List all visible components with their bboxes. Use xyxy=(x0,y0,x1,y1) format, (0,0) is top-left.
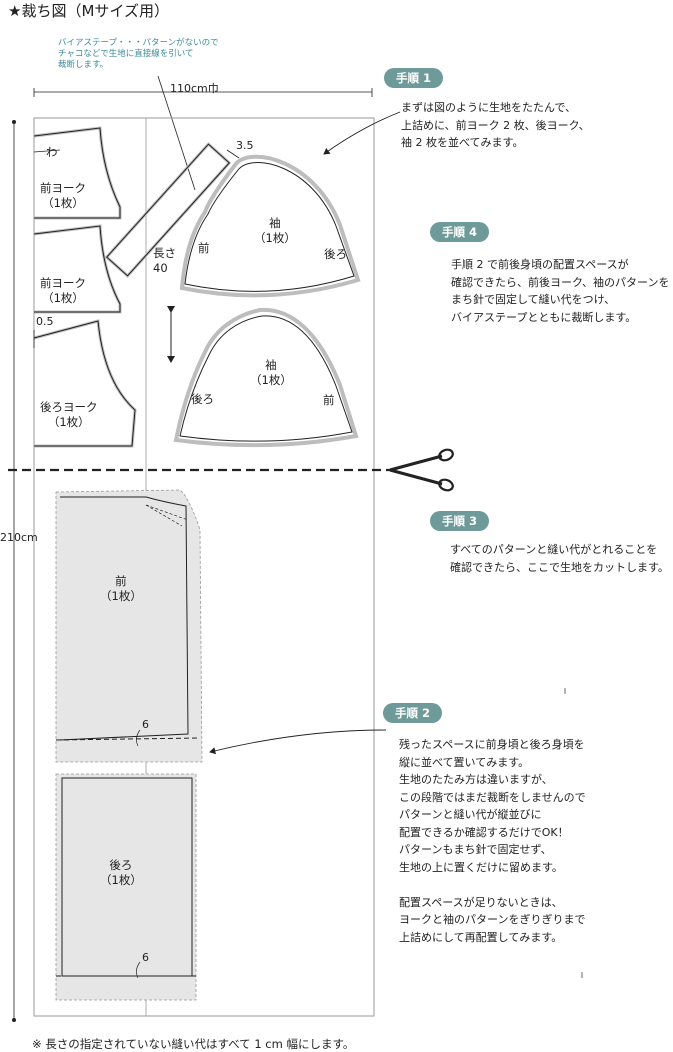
sleeve-1-label: 袖 （1枚） xyxy=(254,216,296,245)
fabric-width-label: 110cm巾 xyxy=(170,82,219,95)
bias-tape-seam-label: 3.5 xyxy=(236,139,254,152)
back-body-label: 後ろ （1枚） xyxy=(100,858,142,887)
sleeve-1 xyxy=(184,162,355,292)
front-body-hem-label: 6 xyxy=(142,718,149,731)
step-2-text: 残ったスペースに前身頃と後ろ身頃を 縦に並べて置いてみます。 生地のたたみ方は違… xyxy=(399,738,586,944)
scissors-icon xyxy=(389,448,454,492)
sleeve-1-back-label: 後ろ xyxy=(324,247,347,261)
front-body-fill xyxy=(56,490,202,762)
note-line: 裁断します。 xyxy=(58,60,109,70)
fold-mark: わ xyxy=(46,145,58,159)
sleeve-2-front-label: 前 xyxy=(323,393,335,407)
back-body-hem-label: 6 xyxy=(142,951,149,964)
bias-tape-note: バイアステープ・・・パターンがないので チャコなどで生地に直接線を引いて 裁断し… xyxy=(58,38,219,71)
pointer-arrow-step2 xyxy=(209,729,387,755)
fabric-outline xyxy=(33,117,375,1017)
footnote: ※ 長さの指定されていない縫い代はすべて 1 cm 幅にします。 xyxy=(32,1037,355,1051)
front-yoke-2-label: 前ヨーク （1枚） xyxy=(40,276,86,305)
note-line: チャコなどで生地に直接線を引いて xyxy=(58,49,194,59)
width-dimension xyxy=(33,88,373,97)
front-yoke-1 xyxy=(33,127,121,219)
step-4-badge: 手順 4 xyxy=(430,222,490,242)
pointer-arrow-step1 xyxy=(323,111,401,155)
note-leader-line xyxy=(157,75,196,191)
step-1-badge: 手順 1 xyxy=(384,68,444,88)
sleeve-2 xyxy=(179,315,353,442)
step-2-badge: 手順 2 xyxy=(383,703,443,723)
front-body-label: 前 （1枚） xyxy=(100,574,142,603)
bias-tape-label: 長さ 40 xyxy=(153,246,176,275)
bias-tape xyxy=(104,142,232,278)
back-yoke-seam-label: 0.5 xyxy=(36,315,54,328)
page-title: ★裁ち図（Mサイズ用） xyxy=(8,2,169,20)
front-yoke-1-label: 前ヨーク （1枚） xyxy=(40,181,86,210)
back-yoke-label: 後ろヨーク （1枚） xyxy=(40,400,98,429)
sleeve-1-front-label: 前 xyxy=(198,241,210,255)
sleeve-2-label: 袖 （1枚） xyxy=(250,358,292,387)
step-3-text: すべてのパターンと縫い代がとれることを 確認できたら、ここで生地をカットします。 xyxy=(450,543,669,574)
step-3-badge: 手順 3 xyxy=(430,511,490,531)
step-4-text: 手順 2 で前後身頃の配置スペースが 確認できたら、前後ヨーク、袖のパターンを … xyxy=(451,258,670,324)
front-yoke-2 xyxy=(33,225,121,313)
back-body-fill xyxy=(55,773,197,1001)
sleeve-2-back-label: 後ろ xyxy=(191,392,214,406)
fabric-height-label: 210cm xyxy=(0,531,38,544)
sleeve-1-allowance xyxy=(179,154,361,298)
step-1-text: まずは図のように生地をたたんで、 上詰めに、前ヨーク 2 枚、後ヨーク、 袖 2… xyxy=(401,101,590,149)
front-body xyxy=(59,496,189,741)
back-yoke xyxy=(33,320,136,447)
note-line: バイアステープ・・・パターンがないので xyxy=(58,38,219,48)
